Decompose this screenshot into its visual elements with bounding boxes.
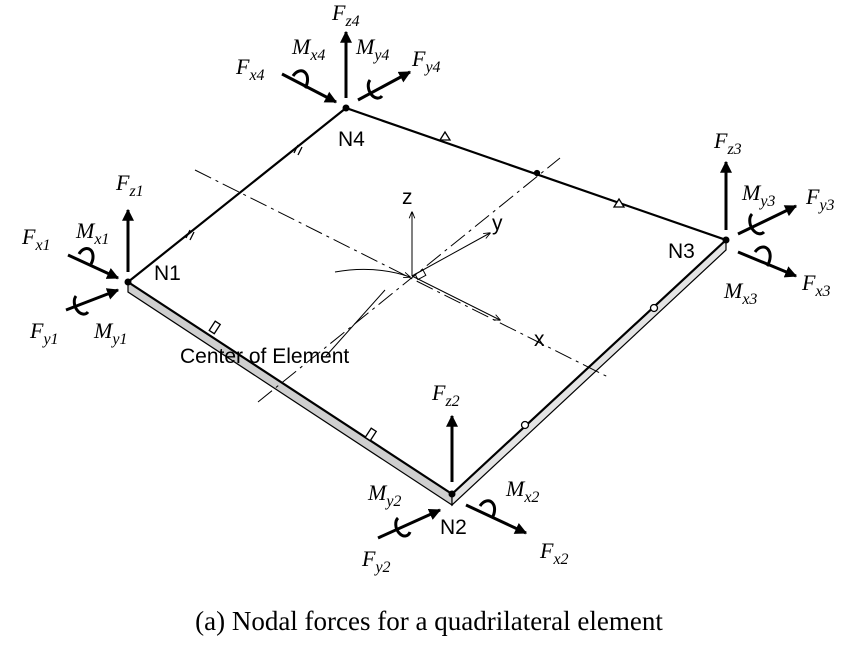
node-label-n1: N1 — [154, 262, 181, 285]
n1-mx-label: Mx1 — [75, 218, 109, 248]
n4-my-arrow — [366, 79, 384, 100]
n4-mx-label: Mx4 — [291, 34, 325, 64]
center-leader — [334, 268, 410, 277]
quadrilateral-element-diagram: N1 N2 N3 N4 z y x Center of Element Fz1 … — [21, 0, 835, 576]
n3-fy-arrow — [737, 204, 798, 236]
n3-mx-label: Mx3 — [723, 278, 757, 308]
figure-caption: (a) Nodal forces for a quadrilateral ele… — [195, 606, 663, 636]
n1-my-arrow — [72, 295, 90, 316]
n4-fx-label: Fx4 — [235, 54, 265, 84]
n2-fy-arrow — [377, 508, 442, 540]
n2-my-label: My2 — [367, 480, 401, 510]
node-label-n2: N2 — [440, 516, 467, 539]
n2-fx-label: Fx2 — [539, 538, 569, 568]
x-axis — [411, 275, 500, 320]
n1-my-label: My1 — [93, 318, 127, 348]
y-axis-label: y — [492, 212, 503, 235]
n2-mx-label: Mx2 — [505, 476, 539, 506]
n4-fz-label: Fz4 — [331, 0, 360, 30]
center-leader-tail — [325, 289, 386, 357]
n1-mx-arrow — [77, 247, 95, 265]
z-axis-label: z — [402, 186, 413, 209]
n4-fy-label: Fy4 — [411, 46, 441, 76]
n2-mx-arrow — [478, 499, 497, 519]
n2-fx-arrow — [465, 503, 528, 535]
n4-my-label: My4 — [355, 34, 389, 64]
n1-fz-label: Fz1 — [115, 170, 144, 200]
centerline-2 — [257, 157, 561, 403]
n4-mx-arrow — [291, 69, 310, 89]
n4-fy-arrow — [357, 70, 412, 102]
y-axis — [411, 233, 490, 277]
origin-marker — [414, 269, 427, 281]
node-dot-n1 — [124, 278, 132, 286]
n3-mx-arrow — [753, 245, 772, 267]
centerline-1 — [194, 169, 611, 379]
n1-fx-label: Fx1 — [21, 224, 51, 254]
plate-top-face — [126, 106, 729, 496]
center-of-element-label: Center of Element — [180, 345, 349, 368]
node-label-n4: N4 — [338, 128, 365, 151]
x-axis-label: x — [534, 328, 545, 351]
n1-fy-label: Fy1 — [29, 318, 59, 348]
n3-my-label: My3 — [741, 180, 775, 210]
node-label-n3: N3 — [668, 240, 695, 263]
node-dot-n4 — [342, 104, 350, 112]
n3-fx-label: Fx3 — [801, 270, 831, 300]
n3-fy-label: Fy3 — [805, 184, 835, 214]
edge-marks — [185, 130, 659, 442]
node-dot-n3 — [722, 236, 730, 244]
n1-fx-arrow — [67, 253, 120, 280]
n3-my-arrow — [748, 212, 766, 236]
n3-fz-label: Fz3 — [713, 128, 742, 158]
n2-fz-label: Fz2 — [431, 380, 460, 410]
n2-fy-label: Fy2 — [361, 546, 391, 576]
n4-fx-arrow — [281, 72, 338, 104]
n2-my-arrow — [394, 516, 412, 538]
node-dot-n2 — [448, 490, 456, 498]
